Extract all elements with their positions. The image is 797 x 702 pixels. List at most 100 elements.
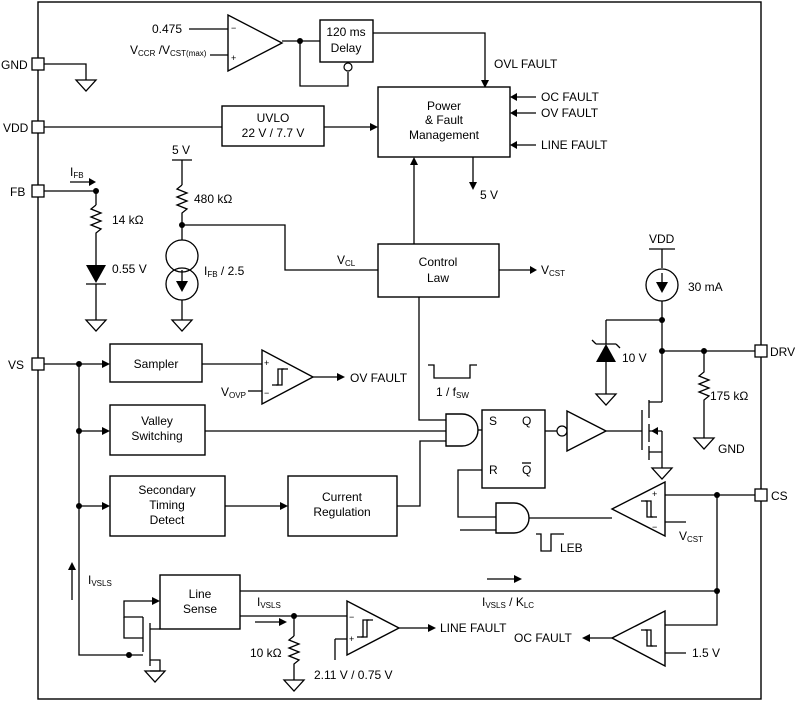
diode-055v-label: 0.55 V (112, 262, 147, 276)
leb-label: LEB (560, 541, 583, 555)
power-fault-label-line1: Power (427, 99, 461, 113)
sampler-label: Sampler (134, 357, 179, 371)
line-comparator-minus: − (349, 612, 354, 622)
resistor-10k (287, 635, 301, 680)
delay-block: 120 ms Delay (319, 19, 374, 63)
current-regulation-block: Current Regulation (287, 475, 398, 537)
current-source-30ma-label: 30 mA (688, 280, 723, 294)
pin-vdd-label: VDD (3, 121, 29, 135)
resistor-175k (697, 351, 711, 438)
line-sense-block: Line Sense (159, 574, 241, 630)
line-threshold-label: 2.11 V / 0.75 V (314, 668, 393, 682)
secondary-timing-label-line2: Timing (149, 498, 185, 512)
vcst-output-label: VCST (541, 263, 565, 278)
uvlo-label-line2: 22 V / 7.7 V (242, 126, 305, 140)
current-regulation-label-line1: Current (322, 490, 363, 504)
pin-gnd-label: GND (1, 58, 28, 72)
pin-vs-label: VS (8, 358, 24, 372)
control-law-label-line1: Control (419, 255, 458, 269)
driver-inverting-bubble (556, 425, 568, 437)
resistor-14k-label: 14 kΩ (112, 213, 144, 227)
delay-inverting-bubble (343, 62, 353, 72)
ovl-comparator: − + (227, 13, 284, 73)
vcst-compare-label: VCST (679, 529, 703, 544)
latch-r-label: R (489, 463, 498, 477)
uvlo-label-line1: UVLO (257, 111, 290, 125)
secondary-timing-label-line1: Secondary (138, 483, 195, 497)
gnd-pin-wiring (44, 63, 98, 92)
pin-vs[interactable]: VS (8, 357, 45, 372)
ov-fault-output-label: OV FAULT (350, 371, 408, 385)
switching-period-pulse (428, 364, 477, 379)
and-gate-reset (495, 502, 530, 534)
sr-latch: S Q R Q (481, 409, 546, 489)
zener-10v-label: 10 V (622, 351, 647, 365)
cs-comparator: + − (610, 480, 666, 538)
valley-switching-label-line1: Valley (141, 414, 173, 428)
vdd-top-label: VDD (649, 232, 675, 246)
pin-cs[interactable]: CS (754, 488, 788, 503)
line-fault-input-label: LINE FAULT (541, 138, 608, 152)
latch-s-label: S (489, 414, 497, 428)
diode-055v (86, 265, 106, 285)
ovl-reference-label: 0.475 (152, 22, 182, 36)
pin-fb-label: FB (10, 185, 25, 199)
pin-drv[interactable]: DRV (754, 344, 795, 359)
oc-fault-input-label: OC FAULT (541, 90, 599, 104)
vcl-label: VCL (337, 253, 356, 268)
five-volt-top-label: 5 V (172, 143, 190, 157)
dependent-current-source (165, 239, 199, 301)
driver-mosfet (641, 400, 663, 460)
valley-switching-block: Valley Switching (109, 404, 206, 456)
ov-comparator-minus: − (264, 388, 269, 398)
oc-fault-output-label: OC FAULT (514, 631, 572, 645)
fsw-label: 1 / fSW (436, 385, 469, 400)
pin-gnd[interactable]: GND (1, 57, 45, 72)
ivsls2-label: IVSLS (257, 595, 281, 610)
line-fault-comparator: − + (346, 599, 401, 657)
line-sense-label-line2: Sense (183, 602, 217, 616)
resistor-14k (89, 204, 103, 265)
ovl-fault-label: OVL FAULT (494, 57, 558, 71)
current-regulation-label-line2: Regulation (313, 505, 370, 519)
vovp-label: VOVP (221, 385, 246, 400)
gnd-driver-label: GND (718, 442, 745, 456)
control-law-block: Control Law (377, 243, 500, 298)
pin-fb[interactable]: FB (10, 184, 45, 199)
resistor-480k-label: 480 kΩ (194, 192, 232, 206)
ov-comparator: + − (261, 348, 315, 406)
cs-comparator-plus: + (652, 489, 657, 499)
delay-label-line2: Delay (331, 41, 362, 55)
ifb-label: IFB (70, 165, 84, 180)
leb-pulse (536, 533, 564, 552)
control-law-label-line2: Law (427, 271, 449, 285)
secondary-timing-detect-block: Secondary Timing Detect (109, 475, 226, 537)
pin-drv-label: DRV (770, 345, 795, 359)
resistor-480k (175, 184, 189, 225)
power-fault-management-block: Power & Fault Management (377, 86, 511, 158)
line-fault-output-label: LINE FAULT (440, 621, 507, 635)
resistor-10k-label: 10 kΩ (250, 646, 282, 660)
five-volt-output-label: 5 V (480, 188, 498, 202)
pin-vdd[interactable]: VDD (3, 120, 45, 135)
ovl-comparator-minus: − (231, 23, 236, 33)
valley-switching-label-line2: Switching (131, 429, 182, 443)
line-sense-mirror-mosfet (123, 617, 161, 671)
gate-driver-buffer (566, 409, 608, 453)
ivsls-klc-label: IVSLS / KLC (482, 595, 534, 610)
line-comparator-plus: + (349, 634, 354, 644)
oc-comparator (610, 609, 666, 668)
latch-qbar-label: Q (522, 463, 531, 477)
secondary-timing-label-line3: Detect (150, 513, 185, 527)
oc-reference-label: 1.5 V (692, 646, 720, 660)
power-fault-label-line3: Management (409, 128, 480, 142)
ov-fault-input-label: OV FAULT (541, 106, 599, 120)
resistor-175k-label: 175 kΩ (710, 389, 748, 403)
line-sense-label-line1: Line (189, 587, 212, 601)
and-gate-set (445, 413, 479, 447)
sampler-block: Sampler (109, 343, 203, 383)
current-source-30ma (645, 268, 679, 302)
ovl-input-label: VCCR /VCST(max) (130, 43, 207, 58)
cs-comparator-minus: − (652, 522, 657, 532)
